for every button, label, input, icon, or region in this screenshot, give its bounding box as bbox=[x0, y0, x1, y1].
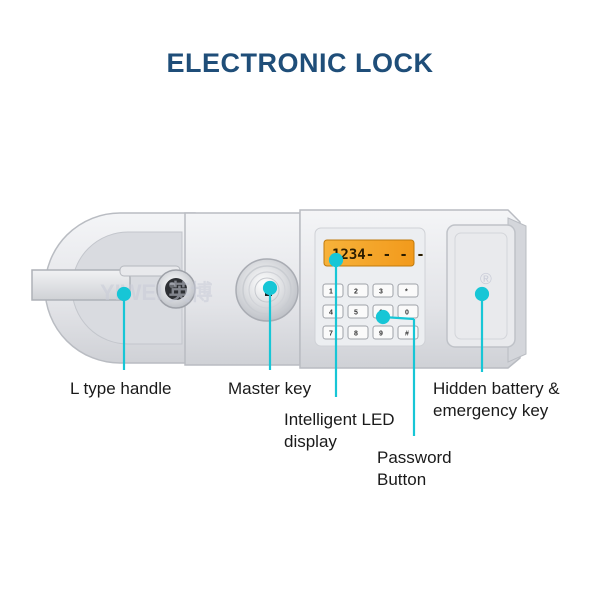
key-9-label: 9 bbox=[379, 331, 383, 338]
led-display-text: 1234- - - - bbox=[332, 247, 425, 263]
key-5-label: 5 bbox=[354, 310, 358, 317]
page-title: ELECTRONIC LOCK bbox=[166, 48, 434, 78]
key-9[interactable] bbox=[372, 325, 394, 340]
callout-l-type-handle: L type handle bbox=[70, 379, 172, 398]
keypad: 1 2 3 * 4 5 6 0 7 8 9 # bbox=[322, 283, 419, 340]
key-8-label: 8 bbox=[354, 331, 358, 338]
key-star-label: * bbox=[405, 289, 408, 296]
led-display bbox=[323, 239, 415, 267]
key-7[interactable] bbox=[322, 325, 344, 340]
key-3-label: 3 bbox=[379, 289, 383, 296]
key-7-label: 7 bbox=[329, 331, 333, 338]
callout-lines bbox=[116, 252, 490, 436]
key-8[interactable] bbox=[347, 325, 369, 340]
brand-watermark: YIWEI 英博 bbox=[100, 280, 212, 305]
key-star[interactable] bbox=[397, 283, 419, 298]
key-4[interactable] bbox=[322, 304, 344, 319]
callout-led-display: Intelligent LED display bbox=[284, 410, 395, 451]
key-1[interactable] bbox=[322, 283, 344, 298]
registered-mark: ® bbox=[480, 271, 492, 288]
key-hash-label: # bbox=[405, 331, 409, 338]
key-5[interactable] bbox=[347, 304, 369, 319]
key-1-label: 1 bbox=[329, 289, 333, 296]
callout-battery-emergency-key: Hidden battery & emergency key bbox=[433, 379, 560, 420]
key-2[interactable] bbox=[347, 283, 369, 298]
key-0-label: 0 bbox=[405, 310, 409, 317]
callout-password-button: Password Button bbox=[377, 448, 452, 489]
key-2-label: 2 bbox=[354, 289, 358, 296]
key-4-label: 4 bbox=[329, 310, 333, 317]
key-3[interactable] bbox=[372, 283, 394, 298]
callout-master-key: Master key bbox=[228, 379, 312, 398]
